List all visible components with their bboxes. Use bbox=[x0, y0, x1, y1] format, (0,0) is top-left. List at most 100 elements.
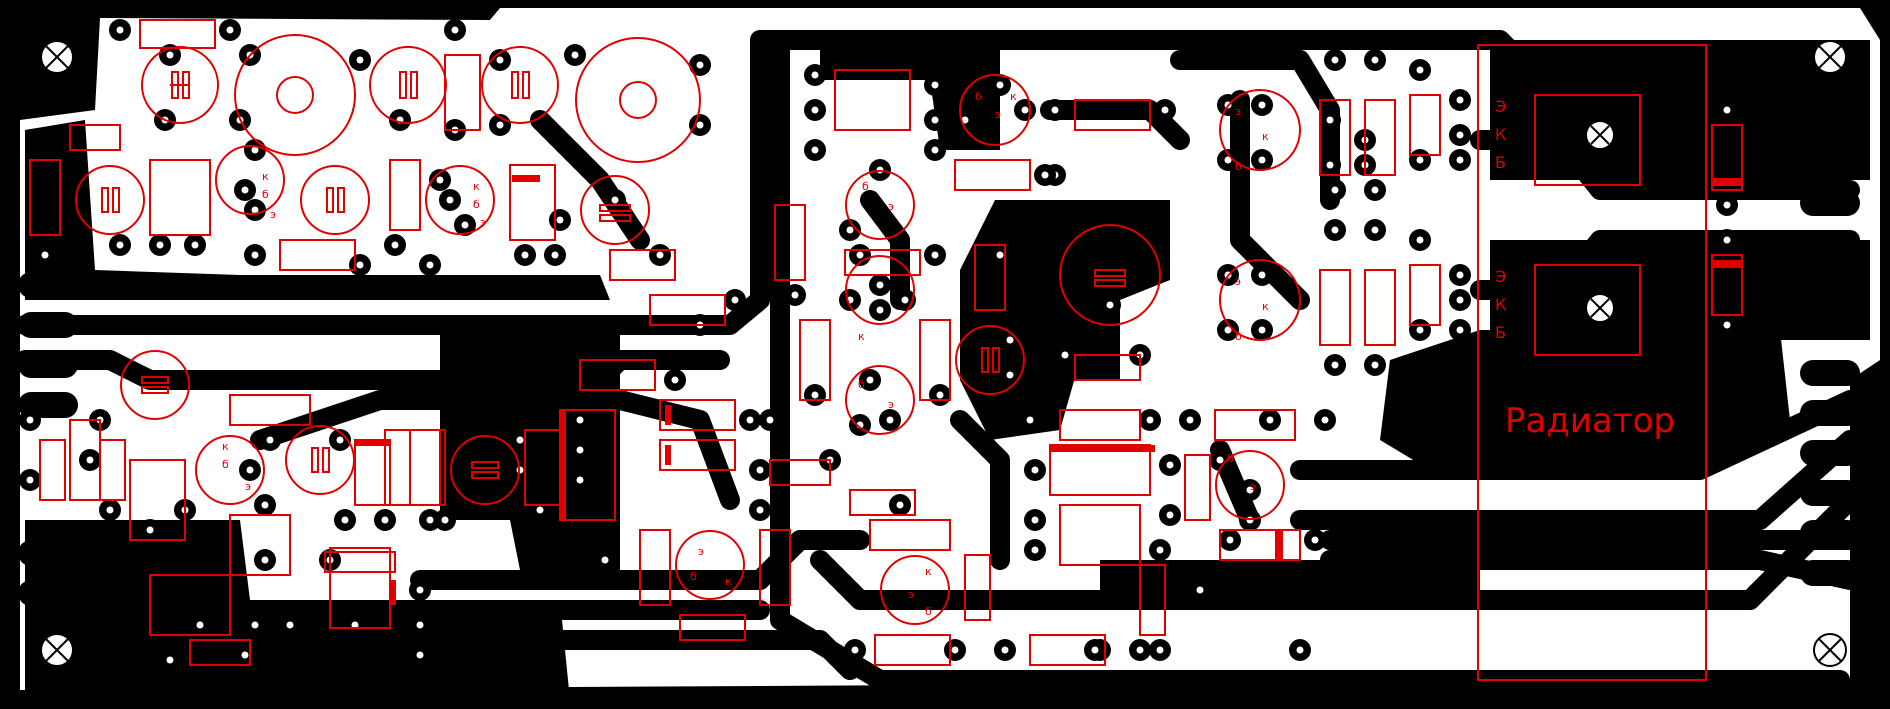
transistor-outline bbox=[959, 74, 1031, 146]
resistor-outline bbox=[29, 159, 61, 236]
pin-label-b-small: б bbox=[858, 378, 865, 391]
resistor-outline bbox=[229, 394, 311, 426]
resistor-outline bbox=[869, 519, 951, 551]
pin-label-e-small: э bbox=[1235, 275, 1241, 288]
right-edge-fingers bbox=[1800, 100, 1860, 586]
capacitor-outline bbox=[1184, 454, 1211, 521]
pin-label-b-small: б bbox=[690, 570, 697, 583]
capacitor-outline bbox=[1409, 264, 1441, 326]
power-transistor-top-outline bbox=[1534, 94, 1641, 186]
trimmer-outline bbox=[575, 37, 701, 163]
power-transistor-bottom-outline bbox=[1534, 264, 1641, 356]
pin-label-k-small: к bbox=[262, 170, 269, 183]
pin-label-e-small: э bbox=[245, 480, 251, 493]
radiator-outline bbox=[1477, 44, 1707, 681]
pin-label-k: К bbox=[1495, 295, 1507, 314]
radiator-label: Радиатор bbox=[1505, 401, 1675, 441]
resistor-outline bbox=[444, 54, 481, 131]
transistor-outline bbox=[880, 555, 950, 625]
capacitor-outline bbox=[75, 165, 145, 235]
pin-label-b-small: б bbox=[925, 605, 932, 618]
capacitor-outline bbox=[974, 244, 1006, 311]
mounting-hole-bottom-right bbox=[1813, 633, 1847, 667]
pin-labels: Э К Б Э К Б к б э к б э б к э б э к б э … bbox=[222, 90, 1507, 618]
pin-label-k-small: к bbox=[473, 180, 480, 193]
capacitor-outline bbox=[189, 639, 251, 666]
pin-label-b-small: б bbox=[473, 198, 480, 211]
resistor-outline bbox=[279, 239, 356, 271]
pin-label-k-small: к bbox=[925, 565, 932, 578]
component-outline bbox=[129, 459, 186, 541]
trimmer-outline bbox=[234, 34, 356, 156]
pin-label-e: Э bbox=[1495, 267, 1506, 286]
resistor-outline bbox=[1364, 99, 1396, 176]
silkscreen-layer bbox=[29, 19, 1743, 681]
capacitor-outline bbox=[955, 325, 1025, 395]
pin-label-e-small: э bbox=[995, 108, 1001, 121]
pin-label-b-small: б bbox=[1235, 160, 1242, 173]
resistor-outline bbox=[1059, 409, 1141, 441]
resistor-outline bbox=[799, 319, 831, 401]
capacitor-outline bbox=[1409, 94, 1441, 156]
transistor-outline bbox=[1219, 89, 1301, 171]
resistor-outline bbox=[1319, 99, 1351, 176]
capacitor-outline bbox=[849, 489, 916, 516]
pin-label-k-small: к bbox=[725, 575, 732, 588]
pin-label-e-small: э bbox=[698, 545, 704, 558]
mounting-hole-top-right bbox=[1813, 40, 1847, 74]
capacitor-outline bbox=[580, 175, 650, 245]
capacitor-outline bbox=[1059, 224, 1161, 326]
pin-label-e-small: э bbox=[1235, 105, 1241, 118]
capacitor-outline bbox=[69, 124, 121, 151]
resistor-outline bbox=[759, 529, 791, 606]
radiator-hole-top bbox=[1585, 120, 1615, 150]
capacitor-outline bbox=[300, 165, 370, 235]
capacitor-outline bbox=[659, 439, 736, 471]
pin-label-k: К bbox=[1495, 125, 1507, 144]
pin-label-e-small: э bbox=[888, 200, 894, 213]
pin-label-k-small: к bbox=[222, 440, 229, 453]
pin-label-b-small: б bbox=[1227, 452, 1234, 465]
resistor-outline bbox=[954, 159, 1031, 191]
resistor-outline bbox=[1029, 634, 1106, 666]
resistor-outline bbox=[874, 634, 951, 666]
capacitor-outline bbox=[609, 249, 676, 281]
transistor-outline bbox=[1215, 450, 1285, 520]
resistor-outline bbox=[389, 159, 421, 231]
component-outline bbox=[149, 159, 211, 236]
transistor-outline bbox=[425, 165, 495, 235]
resistor-outline bbox=[1319, 269, 1351, 346]
component-outline bbox=[149, 574, 231, 636]
resistor-outline bbox=[639, 529, 671, 606]
pin-label-b-small: б bbox=[1235, 330, 1242, 343]
diode-outline bbox=[1711, 254, 1743, 316]
mounting-hole-bottom-left bbox=[40, 633, 74, 667]
capacitor-outline bbox=[99, 439, 126, 501]
resistor-outline bbox=[1214, 409, 1296, 441]
pin-label-k-small: к bbox=[1010, 90, 1017, 103]
resistor-outline bbox=[774, 204, 806, 281]
capacitor-outline bbox=[509, 164, 556, 241]
pin-label-e-small: э bbox=[888, 398, 894, 411]
capacitor-outline bbox=[450, 435, 520, 505]
capacitor-outline bbox=[39, 439, 66, 501]
pin-label-b-small: б bbox=[975, 90, 982, 103]
pin-label-e-small: э bbox=[270, 208, 276, 221]
pin-label-b: Б bbox=[1495, 323, 1506, 342]
pin-label-b-small: б bbox=[222, 458, 229, 471]
pin-label-k-small: к bbox=[1262, 300, 1269, 313]
pin-label-e: Э bbox=[1495, 97, 1506, 116]
transistor-outline bbox=[215, 145, 285, 215]
resistor-outline bbox=[649, 294, 726, 326]
resistor-outline bbox=[919, 319, 951, 401]
pin-label-b-small: б bbox=[262, 188, 269, 201]
diode-outline bbox=[1711, 124, 1743, 191]
resistor-array-outline bbox=[834, 69, 911, 131]
resistor-outline bbox=[409, 429, 446, 506]
transistor-outline bbox=[1219, 259, 1301, 341]
capacitor-outline bbox=[659, 399, 736, 431]
resistor-outline bbox=[1074, 99, 1151, 131]
resistor-outline bbox=[844, 249, 921, 276]
capacitor-outline bbox=[1139, 564, 1166, 636]
